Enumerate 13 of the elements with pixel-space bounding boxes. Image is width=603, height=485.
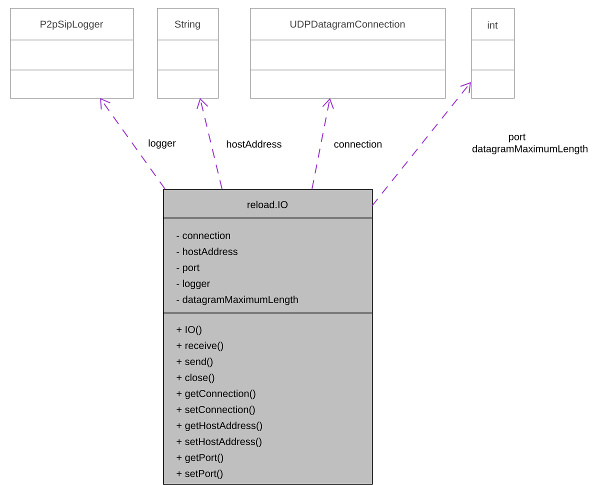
dependency-arrow [312, 98, 334, 190]
dependency-arrow [100, 98, 166, 190]
edge-label: connection [332, 139, 384, 149]
class-box: UDPDatagramConnection [250, 8, 446, 99]
class-box: String [156, 8, 219, 99]
class-box: int [470, 8, 515, 99]
edge-label: port datagramMaximumLength [471, 132, 588, 156]
dependency-arrow [372, 82, 471, 206]
dependency-arrow [196, 98, 222, 190]
class-box: reload.IO - connection - hostAddress - port - logger - datagramMaximumLength + IO() + receive() + send() + close() + getConnection() + setConnection() + getHostAddress() + setHostAddress() + getPort() + setPort() [162, 189, 373, 485]
edge-label: hostAddress [225, 139, 283, 149]
edge-label: logger [147, 138, 177, 150]
class-box: P2pSipLogger [10, 8, 134, 99]
